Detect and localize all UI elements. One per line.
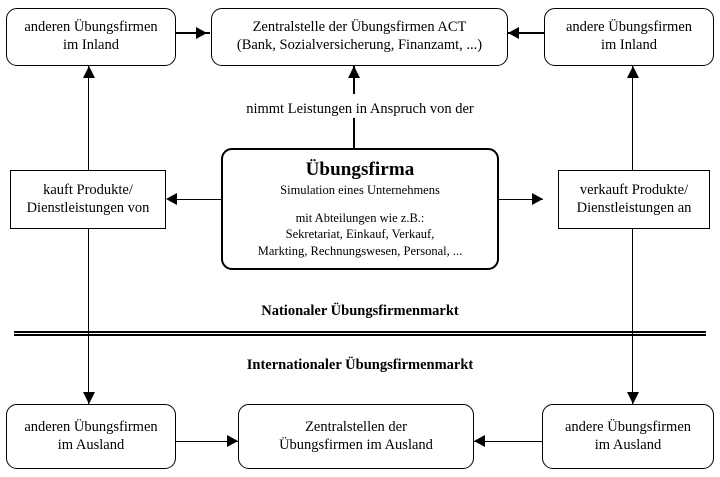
arrowhead-rightmid-to-bottomright (626, 392, 639, 404)
connector-topright-to-topcenter (508, 32, 544, 34)
node-central-offices-abroad[interactable]: Zentralstellen der Übungsfirmen im Ausla… (238, 404, 474, 469)
arrowhead-center-to-topcenter (348, 66, 360, 78)
arrowhead-topleft-to-topcenter (196, 26, 207, 39)
connector-leftmid-to-bottomleft (87, 229, 89, 404)
arrowhead-center-to-leftmid (166, 193, 177, 205)
center-departments-line3: Markting, Rechnungswesen, Personal, ... (257, 244, 463, 259)
node-left-mid-line2: Dienstleistungen von (26, 199, 150, 216)
node-top-left-line1: anderen Übungsfirmen (24, 19, 158, 36)
node-left-mid-line1: kauft Produkte/ (43, 181, 133, 198)
node-other-practice-firms-domestic-right[interactable]: andere Übungsfirmen im Inland (544, 8, 714, 66)
arrowhead-bottomright-to-bottomcenter (474, 435, 485, 447)
connector-topleft-to-topcenter (176, 32, 210, 34)
node-other-practice-firms-abroad-left[interactable]: anderen Übungsfirmen im Ausland (6, 404, 176, 469)
market-divider (14, 331, 706, 336)
connector-rightmid-to-bottomright (631, 229, 633, 404)
arrowhead-topright-to-topcenter (508, 26, 519, 39)
label-national-market: Nationaler Übungsfirmenmarkt (261, 303, 459, 319)
arrowhead-center-to-rightmid (532, 193, 543, 205)
node-bottom-left-line1: anderen Übungsfirmen (24, 418, 158, 435)
arrowhead-leftmid-to-topleft (82, 66, 95, 78)
node-right-mid-line1: verkauft Produkte/ (579, 181, 689, 198)
node-top-center-line2: (Bank, Sozialversicherung, Finanzamt, ..… (236, 37, 483, 53)
arrowhead-leftmid-to-bottomleft (82, 392, 95, 404)
node-buys-products-services-from[interactable]: kauft Produkte/ Dienstleistungen von (10, 170, 166, 229)
connector-bottomright-to-bottomcenter (474, 440, 542, 442)
node-practice-firm-center[interactable]: Übungsfirma Simulation eines Unternehmen… (221, 148, 499, 270)
node-bottom-right-line2: im Ausland (594, 436, 662, 453)
node-other-practice-firms-abroad-right[interactable]: andere Übungsfirmen im Ausland (542, 404, 714, 469)
connector-leftmid-to-topleft (87, 66, 89, 170)
node-top-right-line1: andere Übungsfirmen (565, 19, 693, 36)
connector-center-to-leftmid (177, 198, 221, 200)
connector-bottomleft-to-bottomcenter (176, 440, 238, 442)
node-other-practice-firms-domestic-left[interactable]: anderen Übungsfirmen im Inland (6, 8, 176, 66)
arrowhead-bottomleft-to-bottomcenter (227, 435, 238, 447)
node-bottom-right-line1: andere Übungsfirmen (564, 418, 692, 435)
node-top-center-line1: Zentralstelle der Übungsfirmen ACT (252, 19, 467, 36)
center-departments-line2: Sekretariat, Einkauf, Verkauf, (285, 227, 435, 242)
node-bottom-center-line1: Zentralstellen der (305, 418, 407, 435)
node-central-office-act[interactable]: Zentralstelle der Übungsfirmen ACT (Bank… (211, 8, 508, 66)
node-top-right-line2: im Inland (601, 37, 657, 53)
center-departments-line1: mit Abteilungen wie z.B.: (295, 210, 425, 225)
node-bottom-left-line2: im Ausland (57, 436, 125, 453)
connector-center-to-topcenter-upper (353, 66, 355, 94)
node-bottom-center-line2: Übungsfirmen im Ausland (279, 436, 433, 453)
node-sells-products-services-to[interactable]: verkauft Produkte/ Dienstleistungen an (558, 170, 710, 229)
center-title: Übungsfirma (305, 159, 415, 181)
center-departments: mit Abteilungen wie z.B.: Sekretariat, E… (258, 210, 462, 260)
label-international-market: Internationaler Übungsfirmenmarkt (246, 357, 474, 373)
arrowhead-rightmid-to-topright (626, 66, 639, 78)
node-top-left-line2: im Inland (63, 37, 119, 53)
edge-label-services: nimmt Leistungen in Anspruch von der (246, 101, 474, 117)
center-subtitle: Simulation eines Unternehmens (280, 183, 440, 198)
connector-center-to-topcenter-lower (353, 118, 355, 150)
connector-rightmid-to-topright (631, 66, 633, 170)
connector-center-to-rightmid (499, 198, 543, 200)
node-right-mid-line2: Dienstleistungen an (576, 199, 692, 216)
